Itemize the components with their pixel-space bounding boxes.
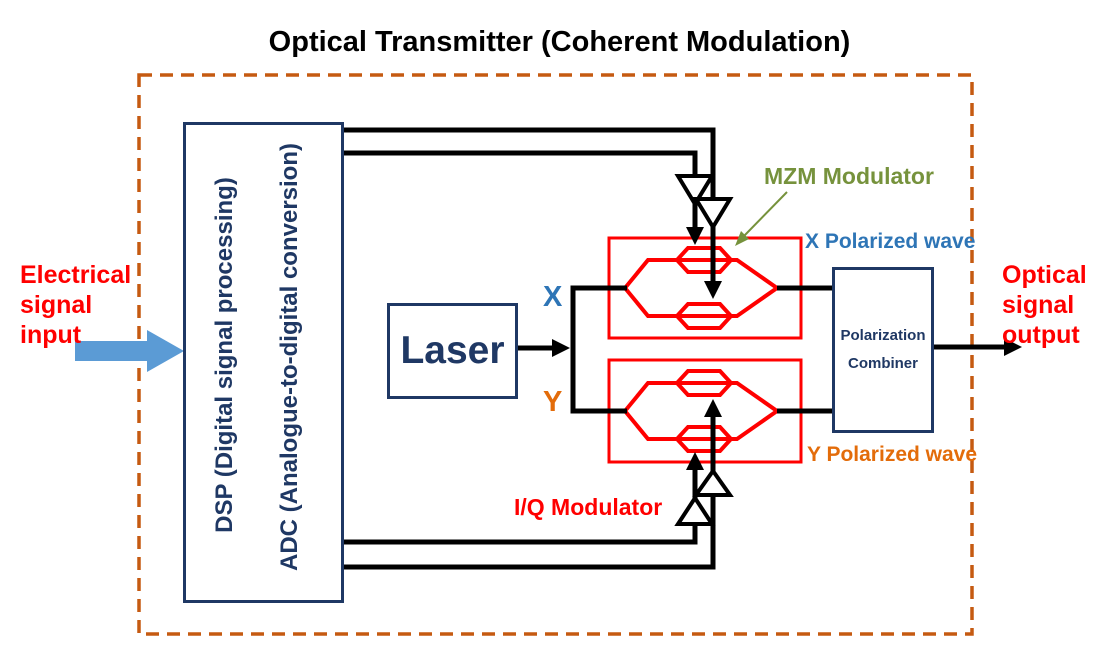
combiner-label-line2: Combiner bbox=[847, 355, 918, 372]
laser-box: Laser bbox=[387, 303, 518, 399]
polarization-combiner-box: Polarization Combiner bbox=[832, 267, 934, 433]
electrical-input-label: Electrical signal input bbox=[20, 261, 132, 349]
mzm-annotation-arrow bbox=[735, 191, 788, 246]
optical-output-label: Optical signal output bbox=[1002, 261, 1087, 349]
laser-label: Laser bbox=[400, 329, 505, 372]
x-branch-label: X bbox=[543, 281, 563, 313]
iq-modulator-label: I/Q Modulator bbox=[514, 494, 663, 520]
mzm-x-structure bbox=[607, 236, 803, 340]
drive-amplifier-triangles bbox=[674, 174, 734, 526]
wire-arrowheads bbox=[552, 227, 1022, 470]
combiner-label-line1: Polarization bbox=[840, 326, 926, 344]
dsp-adc-box bbox=[183, 122, 344, 603]
diagram-title: Optical Transmitter (Coherent Modulation… bbox=[268, 26, 851, 58]
y-branch-label: Y bbox=[543, 386, 563, 418]
x-polarized-wave-label: X Polarized wave bbox=[805, 230, 976, 253]
mzm-y-structure bbox=[607, 358, 803, 464]
adc-box-label: ADC (Analogue-to-digital conversion) bbox=[276, 143, 303, 571]
mzm-modulator-label: MZM Modulator bbox=[764, 163, 934, 189]
input-arrow bbox=[75, 330, 184, 372]
dsp-box-label: DSP (Digital signal processing) bbox=[211, 177, 238, 533]
y-polarized-wave-label: Y Polarized wave bbox=[807, 443, 978, 466]
